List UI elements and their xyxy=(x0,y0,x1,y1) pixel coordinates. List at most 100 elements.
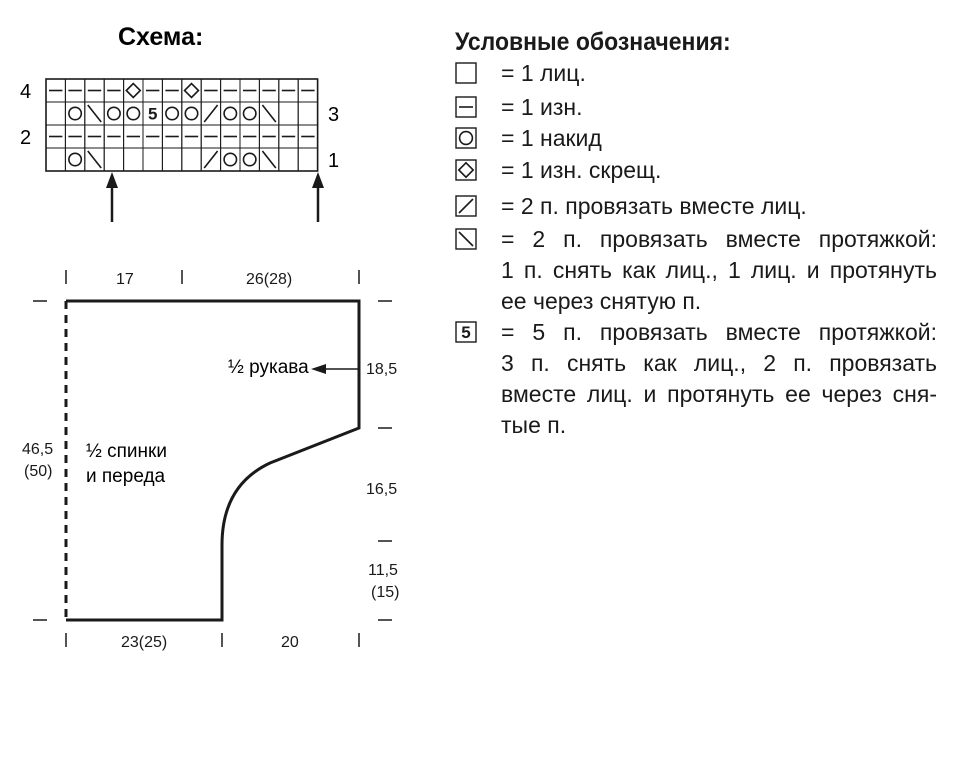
legend-line: = 1 лиц. xyxy=(501,60,586,86)
row-number-4: 4 xyxy=(20,81,31,103)
chart-cell-circle xyxy=(220,101,241,126)
chart-cell-dash xyxy=(200,124,222,149)
five-square-icon: 5 xyxy=(455,321,477,343)
legend-line: ее через снятую п. xyxy=(501,288,702,314)
legend-title: Условные обозначения: xyxy=(455,28,731,56)
pattern-outline xyxy=(66,299,361,622)
legend-text: = 2 п. провязать вместе лиц. xyxy=(501,191,937,222)
repeat-arrow-right xyxy=(312,172,324,222)
chart-cell-bslash xyxy=(84,147,105,172)
legend-line: 3 п. снять как лиц., 2 п. провязать xyxy=(501,350,937,376)
chart-cell-dash xyxy=(45,78,66,103)
chart-cell-empty xyxy=(278,147,299,172)
chart-cell-dash xyxy=(239,124,260,149)
chart-cell-dash xyxy=(297,78,319,103)
empty-square-icon xyxy=(455,62,477,84)
legend-text: = 1 накид xyxy=(501,123,937,154)
body-label-line2: и переда xyxy=(86,466,166,487)
knitting-chart: 5 xyxy=(45,78,319,172)
legend-text: = 2 п. провязать вместе протяжкой: 1 п. с… xyxy=(501,224,937,317)
dim-bottom-right: 20 xyxy=(281,634,299,651)
chart-cell-dash xyxy=(161,124,183,149)
garment-pattern xyxy=(64,299,361,622)
legend-line: = 2 п. провязать вместе лиц. xyxy=(501,193,807,219)
legend-text: = 1 изн. xyxy=(501,92,937,123)
sleeve-label: ½ рукава xyxy=(228,357,309,378)
chart-cell-empty xyxy=(181,147,202,172)
chart-cell-circle xyxy=(220,147,241,172)
chart-cell-empty xyxy=(278,101,299,126)
chart-cell-bslash xyxy=(258,147,280,172)
legend-line: тые п. xyxy=(501,412,567,438)
body-label-line1: ½ спинки xyxy=(86,441,167,462)
chart-cell-dash xyxy=(220,124,241,149)
chart-cell-dash xyxy=(64,124,86,149)
backslash-square-icon xyxy=(455,228,477,250)
chart-cell-dash xyxy=(200,78,222,103)
chart-cell-circle xyxy=(64,101,86,126)
chart-cell-empty xyxy=(45,147,66,172)
dim-right-underarm-alt: (15) xyxy=(371,584,399,601)
chart-cell-bslash xyxy=(258,101,280,126)
chart-cell-empty xyxy=(297,147,319,172)
legend-text: = 5 п. провязать вместе протяжкой: 3 п. с… xyxy=(501,317,937,441)
chart-cell-dash xyxy=(103,124,125,149)
chart-cell-dash xyxy=(84,78,105,103)
chart-cell-dash xyxy=(181,124,202,149)
chart-cell-dash xyxy=(84,124,105,149)
chart-cell-circle xyxy=(161,101,183,126)
dim-right-armhole: 16,5 xyxy=(366,481,397,498)
chart-cell-dash xyxy=(239,78,260,103)
chart-cell-empty xyxy=(45,101,66,126)
chart-cell-dash xyxy=(258,78,280,103)
chart-cell-diamond xyxy=(123,78,144,103)
chart-cell-dash xyxy=(278,124,299,149)
chart-cell-empty xyxy=(103,147,125,172)
row-number-1: 1 xyxy=(328,150,339,172)
chart-cell-slash xyxy=(200,147,222,172)
dimension-ticks xyxy=(33,270,392,647)
dim-top-right: 26(28) xyxy=(246,271,292,288)
chart-cell-circle xyxy=(239,147,260,172)
legend-line: = 1 изн. xyxy=(501,94,583,120)
row-number-3: 3 xyxy=(328,104,339,126)
repeat-arrow-left xyxy=(106,172,118,222)
chart-cell-empty xyxy=(161,147,183,172)
diamond-square-icon xyxy=(455,159,477,181)
dim-left-length-alt: (50) xyxy=(24,463,52,480)
chart-cell-empty xyxy=(123,147,144,172)
chart-cell-dash xyxy=(220,78,241,103)
chart-cell-dash xyxy=(258,124,280,149)
legend-text: = 1 изн. скрещ. xyxy=(501,155,937,186)
dim-bottom-left: 23(25) xyxy=(121,634,167,651)
legend-line: 1 п. снять как лиц., 1 лиц. и протянуть xyxy=(501,257,937,283)
chart-cell-dash xyxy=(123,124,144,149)
scheme-title: Схема: xyxy=(118,23,203,51)
chart-cell-dash xyxy=(103,78,125,103)
svg-text:5: 5 xyxy=(461,323,470,342)
chart-cell-dash xyxy=(278,78,299,103)
dash-square-icon xyxy=(455,96,477,118)
dim-right-underarm: 11,5 xyxy=(368,562,398,579)
slash-square-icon xyxy=(455,195,477,217)
chart-cell-empty xyxy=(297,101,319,126)
chart-cell-empty xyxy=(142,147,163,172)
legend-line: = 2 п. провязать вместе протяжкой: xyxy=(501,226,937,252)
row-number-2: 2 xyxy=(20,127,31,149)
chart-cell-dash xyxy=(297,124,319,149)
dim-left-length: 46,5 xyxy=(22,441,53,458)
chart-cell-circle xyxy=(103,101,125,126)
chart-cell-five: 5 xyxy=(142,101,163,126)
sleeve-arrow xyxy=(311,364,359,374)
legend-line: = 1 накид xyxy=(501,125,602,151)
dim-right-sleeve: 18,5 xyxy=(366,361,397,378)
chart-cell-dash xyxy=(142,124,163,149)
chart-cell-bslash xyxy=(84,101,105,126)
chart-cell-dash xyxy=(45,124,66,149)
legend-line: = 5 п. провязать вместе протяжкой: xyxy=(501,319,937,345)
chart-cell-circle xyxy=(123,101,144,126)
circle-square-icon xyxy=(455,127,477,149)
legend-line: = 1 изн. скрещ. xyxy=(501,157,662,183)
chart-cell-diamond xyxy=(181,78,202,103)
